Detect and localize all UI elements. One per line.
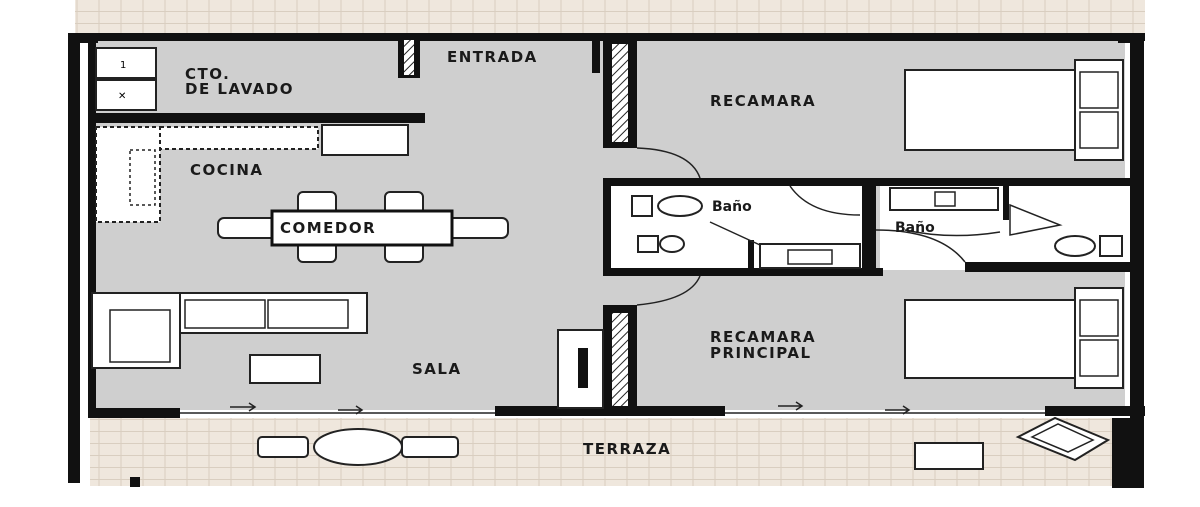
master-bedroom-label-line1: RECAMARA	[710, 328, 816, 346]
bed-recamara	[904, 59, 1124, 161]
sliding-door-arrows	[180, 401, 1045, 415]
coffee-table	[249, 354, 321, 384]
kitchen-counter	[95, 124, 409, 223]
bathroom-1-label: Baño	[712, 199, 752, 215]
svg-text:1: 1	[120, 60, 126, 71]
dining-table	[217, 191, 509, 263]
living-label: SALA	[412, 360, 462, 378]
entrance-label: ENTRADA	[447, 48, 538, 66]
master-bedroom-label-line2: PRINCIPAL	[710, 344, 812, 362]
bathroom-2-fixtures	[889, 187, 1123, 257]
laundry-appliances: 1 ✕	[95, 47, 157, 111]
bedroom-label: RECAMARA	[710, 92, 816, 110]
laundry-label-line2: DE LAVADO	[185, 80, 294, 98]
bathroom-2-label: Baño	[895, 220, 935, 236]
bed-recamara-principal	[904, 287, 1124, 389]
svg-text:✕: ✕	[118, 91, 126, 102]
dining-label: COMEDOR	[280, 219, 376, 237]
terrace-lounger	[1015, 416, 1111, 462]
walls	[68, 33, 1145, 488]
top-exterior-paving	[75, 0, 1145, 33]
terrace-label: TERRAZA	[583, 440, 671, 458]
tv-cabinet	[557, 329, 604, 409]
laundry-label-line1: CTO.	[185, 65, 230, 83]
terrace-table	[257, 428, 459, 466]
bathroom-1-fixtures	[631, 195, 861, 269]
sofa	[91, 292, 368, 369]
terrace-side-table	[914, 442, 984, 470]
kitchen-label: COCINA	[190, 161, 264, 179]
door-swings	[636, 147, 1063, 306]
